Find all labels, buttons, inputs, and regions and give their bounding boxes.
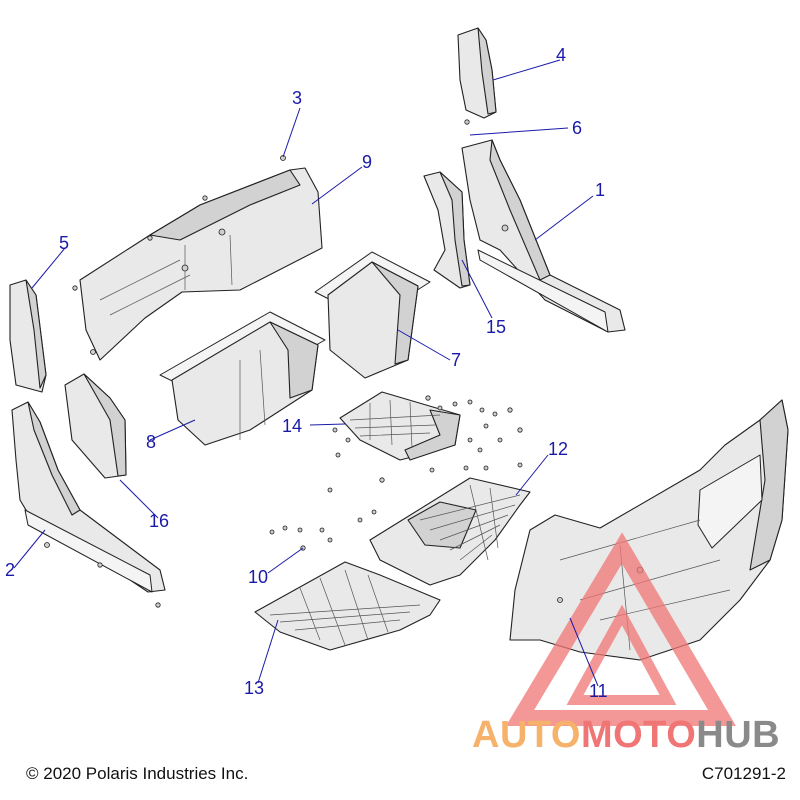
callout-3: 3	[292, 88, 302, 108]
part-9-rear-panel	[72, 155, 323, 361]
callout-16: 16	[149, 511, 169, 531]
part-14-tunnel-cover	[339, 391, 461, 461]
part-11-side-assembly	[509, 399, 789, 661]
callout-9: 9	[362, 152, 372, 172]
part-15-inner-bracket	[423, 171, 471, 289]
watermark-moto: MOTO	[580, 714, 697, 756]
callout-7: 7	[451, 350, 461, 370]
part-13-floor-mat	[254, 561, 441, 651]
callout-12: 12	[548, 439, 568, 459]
part-2-left-side-panel	[11, 401, 166, 608]
callout-8: 8	[146, 432, 156, 452]
part-1-right-side-panel	[461, 139, 626, 333]
callout-15: 15	[486, 317, 506, 337]
part-6-fastener	[464, 119, 470, 125]
callout-10: 10	[248, 567, 268, 587]
callout-5: 5	[59, 233, 69, 253]
callout-13: 13	[244, 678, 264, 698]
part-4-upper-bracket	[457, 27, 497, 119]
watermark-auto: AUTO	[472, 714, 581, 756]
callout-labels: 3 4 6 9 1 5 15 7 8 14 12 16 2 10 13 11	[5, 45, 608, 701]
part-12-floor-mat	[369, 477, 531, 586]
callout-1: 1	[595, 180, 605, 200]
watermark-wordmark: AUTOMOTOHUB	[472, 714, 780, 757]
callout-11: 11	[589, 681, 608, 701]
fastener-group	[269, 395, 523, 551]
callout-2: 2	[5, 560, 15, 580]
copyright-notice: © 2020 Polaris Industries Inc.	[26, 764, 249, 783]
watermark-triangle-logo	[505, 532, 736, 726]
callout-4: 4	[556, 45, 566, 65]
watermark-hub: HUB	[696, 714, 781, 756]
leader-lines	[13, 59, 599, 687]
part-16-left-inner-panel	[64, 373, 127, 479]
part-8-storage-bin	[159, 311, 326, 446]
callout-14: 14	[282, 416, 302, 436]
diagram-part-code: C701291-2	[701, 764, 786, 783]
callout-6: 6	[572, 118, 582, 138]
part-5-left-upper-panel	[9, 279, 47, 393]
part-7-storage-bin	[314, 251, 431, 379]
